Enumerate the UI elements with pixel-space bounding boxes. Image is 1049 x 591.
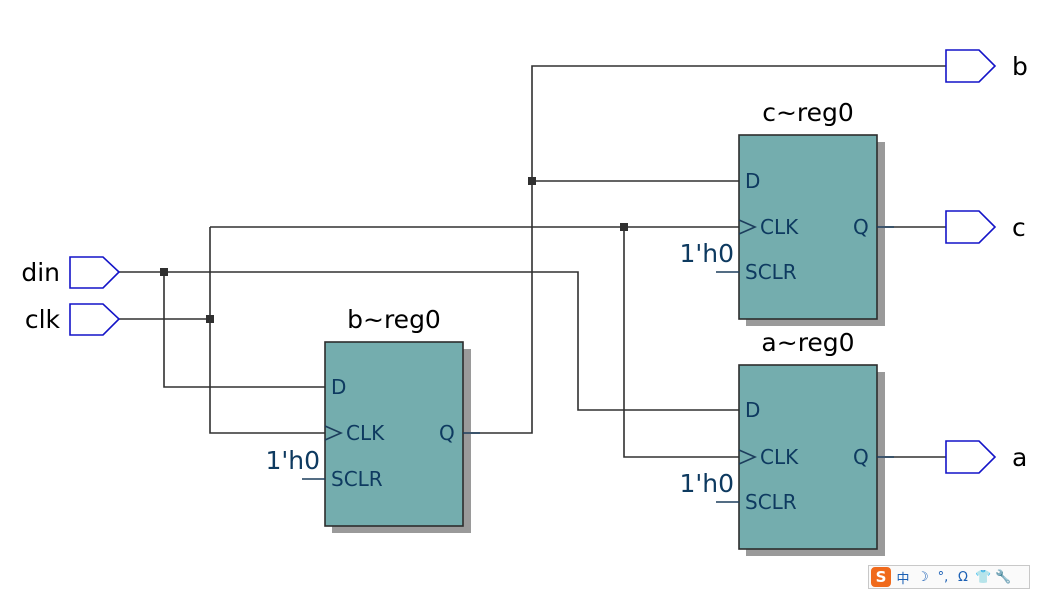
symbols-omega-icon[interactable]: Ω <box>958 569 968 585</box>
output-port-a-label: a <box>1012 443 1027 472</box>
pin-d: D <box>331 375 346 399</box>
wire-clk-to-a-clk <box>623 227 739 458</box>
pin-q: Q <box>853 445 869 469</box>
sogou-logo-icon[interactable]: S <box>871 567 891 587</box>
wire-din-to-b-d <box>163 272 325 388</box>
pin-d: D <box>745 169 760 193</box>
register-b-reg0[interactable]: b~reg0 D CLK SCLR Q 1'h0 <box>265 305 480 533</box>
pin-sclr: SCLR <box>745 490 797 514</box>
register-body[interactable] <box>738 364 878 550</box>
pin-sclr: SCLR <box>745 260 797 284</box>
junction-dot <box>206 315 214 323</box>
output-port-c-shape[interactable] <box>945 210 997 244</box>
input-port-clk-shape[interactable] <box>69 303 121 336</box>
sclr-constant: 1'h0 <box>679 469 734 498</box>
output-port-a-shape[interactable] <box>945 440 997 474</box>
ime-toolbar[interactable]: S 中 ☽ °, Ω 👕 🔧 <box>868 565 1030 589</box>
tools-wrench-icon[interactable]: 🔧 <box>995 569 1012 585</box>
register-title: a~reg0 <box>761 328 854 357</box>
input-port-din-shape[interactable] <box>69 256 121 289</box>
wire-bq-to-b-out <box>463 65 946 434</box>
register-body[interactable] <box>738 134 878 320</box>
register-title: b~reg0 <box>347 305 441 334</box>
pin-clk: CLK <box>760 445 799 469</box>
pin-q: Q <box>853 215 869 239</box>
pin-sclr: SCLR <box>331 467 383 491</box>
output-port-b-label: b <box>1012 52 1028 81</box>
wires <box>119 65 946 458</box>
register-body[interactable] <box>324 341 464 527</box>
junction-dot <box>528 177 536 185</box>
input-port-din[interactable]: din <box>21 256 121 289</box>
output-port-b[interactable]: b <box>945 49 1028 83</box>
input-port-clk[interactable]: clk <box>25 303 121 336</box>
chinese-mode-icon[interactable]: 中 <box>896 571 910 587</box>
output-port-c-label: c <box>1012 213 1026 242</box>
junction-dot <box>160 268 168 276</box>
input-port-din-label: din <box>21 258 60 287</box>
half-width-moon-icon[interactable]: ☽ <box>917 569 929 585</box>
skin-shirt-icon[interactable]: 👕 <box>975 569 992 585</box>
sclr-constant: 1'h0 <box>679 239 734 268</box>
sclr-constant: 1'h0 <box>265 446 320 475</box>
pin-clk: CLK <box>346 421 385 445</box>
register-a-reg0[interactable]: a~reg0 D CLK SCLR Q 1'h0 <box>679 328 894 556</box>
punctuation-icon[interactable]: °, <box>937 569 949 585</box>
clock-triangle <box>738 219 757 235</box>
clock-triangle <box>324 425 343 441</box>
input-port-clk-label: clk <box>25 305 61 334</box>
register-c-reg0[interactable]: c~reg0 D CLK SCLR Q 1'h0 <box>679 98 894 326</box>
pin-clk: CLK <box>760 215 799 239</box>
wire-din-to-a-d <box>119 271 739 411</box>
output-port-b-shape[interactable] <box>945 49 997 83</box>
register-title: c~reg0 <box>762 98 854 127</box>
output-port-a[interactable]: a <box>945 440 1027 474</box>
junction-dot <box>620 223 628 231</box>
pin-q: Q <box>439 421 455 445</box>
pin-d: D <box>745 398 760 422</box>
clock-triangle <box>738 449 757 465</box>
output-port-c[interactable]: c <box>945 210 1026 244</box>
wire-clk-trunk <box>209 227 325 434</box>
